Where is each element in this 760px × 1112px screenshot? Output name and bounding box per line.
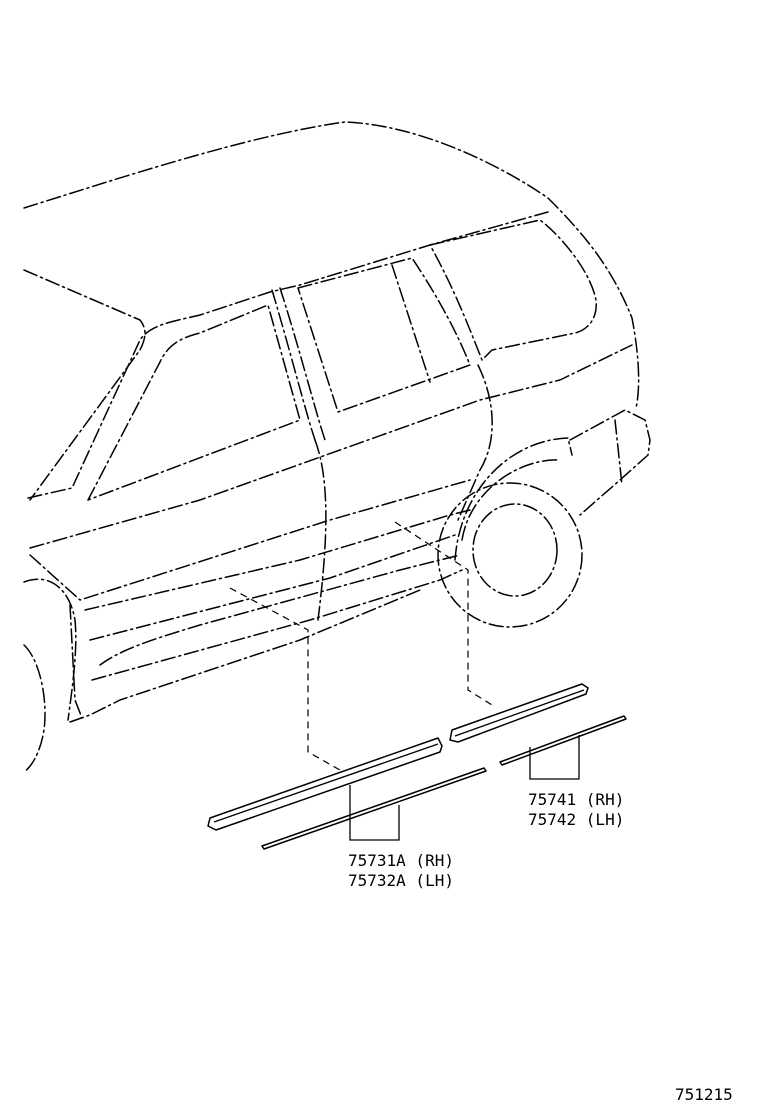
front-door-window: [87, 304, 301, 501]
front-callout-line1: 75731A (RH): [348, 851, 454, 870]
rear-wheel-hub: [472, 503, 558, 597]
rear-moulding-strip: [499, 715, 627, 766]
rear-callout-bracket: [529, 735, 580, 780]
front-callout-bracket: [349, 785, 400, 841]
body-line-upper: [29, 479, 471, 601]
front-wheel: [23, 644, 46, 773]
rear-quarter-window: [429, 219, 597, 361]
front-wheel-arch: [23, 578, 77, 721]
rear-door-edge: [457, 364, 493, 521]
rocker-upper: [84, 509, 471, 611]
belt-line: [29, 344, 633, 549]
rear-window-divider: [391, 264, 431, 383]
front-moulding: [207, 737, 443, 831]
rear-moulding: [449, 683, 589, 743]
rear-bumper: [569, 409, 651, 516]
body-bottom: [69, 589, 421, 723]
roof-line: [23, 121, 640, 409]
rear-moulding-leader: [394, 521, 493, 706]
rocker-bottom: [91, 569, 463, 681]
rear-wheel-outer: [437, 482, 583, 628]
rear-door-window: [297, 257, 471, 413]
rear-wheel-arch-inner: [461, 459, 561, 541]
front-fender: [69, 604, 83, 719]
front-moulding-ridge: [213, 743, 439, 823]
vehicle-outline: [23, 121, 651, 773]
mounting-leaders: [229, 521, 493, 771]
rear-bracket-lines: [529, 735, 580, 780]
front-moulding-leader: [229, 587, 341, 771]
front-callout-line2: 75732A (LH): [348, 871, 454, 890]
a-pillar: [27, 211, 549, 499]
front-moulding-strip: [261, 767, 487, 850]
rear-wheel-arch: [454, 437, 573, 561]
figure-id: 751215: [675, 1085, 733, 1104]
front-strip-body: [261, 767, 487, 850]
rocker-line: [89, 534, 456, 641]
rear-moulding-ridge: [454, 689, 585, 737]
roof-rail: [23, 269, 146, 501]
rear-strip-body: [499, 715, 627, 766]
rear-corner: [614, 419, 623, 486]
b-pillar: [271, 287, 326, 441]
front-bracket-lines: [349, 785, 400, 841]
rear-callout-line2: 75742 (LH): [528, 810, 624, 829]
rear-callout-line1: 75741 (RH): [528, 790, 624, 809]
running-board: [99, 554, 461, 666]
